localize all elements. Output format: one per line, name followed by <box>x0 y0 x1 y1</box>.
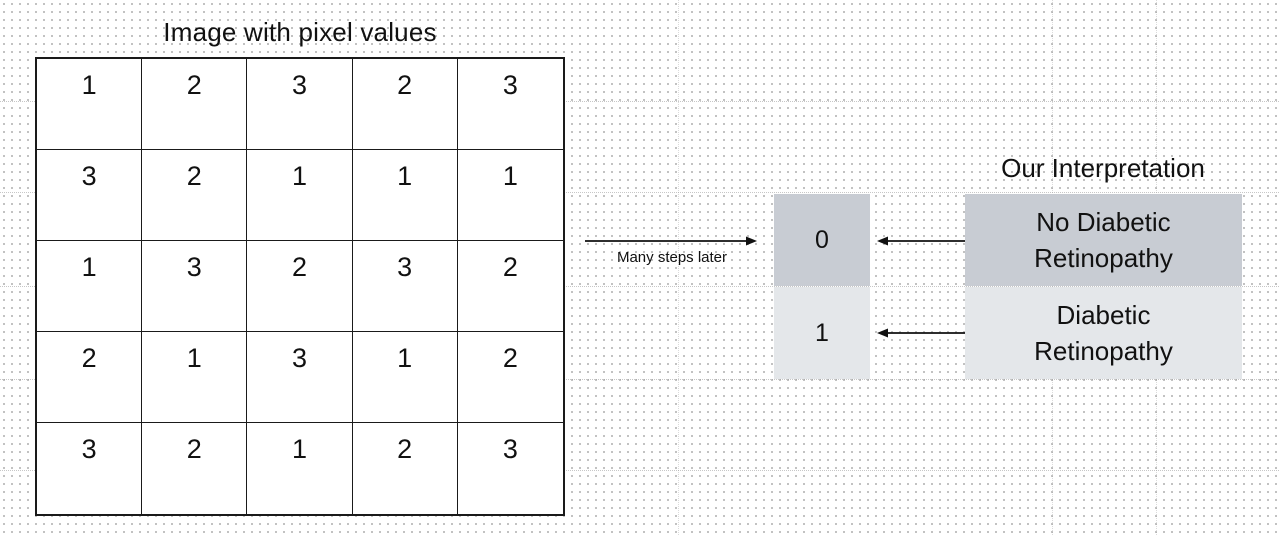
output-value-1: 1 <box>774 287 870 379</box>
pixel-cell: 3 <box>457 423 563 514</box>
pixel-cell: 2 <box>457 332 563 423</box>
pixel-cell: 3 <box>247 332 353 423</box>
interpretation-label-no-dr: No Diabetic Retinopathy <box>1034 207 1173 273</box>
guide-line <box>0 470 1279 471</box>
pixel-cell: 1 <box>352 332 458 423</box>
pixel-cell: 2 <box>142 423 248 514</box>
output-value-0-label: 0 <box>815 225 829 254</box>
pixel-cell: 1 <box>247 150 353 241</box>
pixel-cell: 3 <box>37 423 143 514</box>
pixel-cell: 2 <box>37 332 143 423</box>
pixel-cell: 1 <box>352 150 458 241</box>
interpretation-box-no-dr: No Diabetic Retinopathy <box>965 194 1242 286</box>
interpretation-box-dr: Diabetic Retinopathy <box>965 287 1242 379</box>
guide-line <box>0 192 1279 193</box>
pixel-cell: 3 <box>142 241 248 332</box>
pixel-cell: 2 <box>352 59 458 150</box>
guide-line <box>0 286 1279 287</box>
interpretation-arrow-0 <box>877 236 966 246</box>
pixel-cell: 3 <box>37 150 143 241</box>
pixel-cell: 1 <box>247 423 353 514</box>
many-steps-arrow <box>585 236 757 246</box>
pixel-cell: 1 <box>457 150 563 241</box>
pixel-cell: 2 <box>457 241 563 332</box>
pixel-cell: 2 <box>247 241 353 332</box>
pixel-cell: 3 <box>247 59 353 150</box>
guide-line <box>0 101 1279 102</box>
many-steps-label: Many steps later <box>616 249 728 266</box>
pixel-cell: 2 <box>142 150 248 241</box>
pixel-cell: 1 <box>37 59 143 150</box>
pixel-cell: 3 <box>457 59 563 150</box>
interpretation-title: Our Interpretation <box>1001 153 1205 183</box>
pixel-cell: 2 <box>142 59 248 150</box>
pixel-cell: 1 <box>37 241 143 332</box>
guide-line <box>678 0 679 535</box>
pixel-grid-title: Image with pixel values <box>163 17 437 47</box>
pixel-cell: 1 <box>142 332 248 423</box>
output-value-1-label: 1 <box>815 318 829 347</box>
guide-line <box>0 379 1279 380</box>
output-value-0: 0 <box>774 194 870 286</box>
pixel-cell: 2 <box>352 423 458 514</box>
interpretation-arrow-1 <box>877 328 966 338</box>
pixel-cell: 3 <box>352 241 458 332</box>
interpretation-label-dr: Diabetic Retinopathy <box>1034 300 1173 366</box>
